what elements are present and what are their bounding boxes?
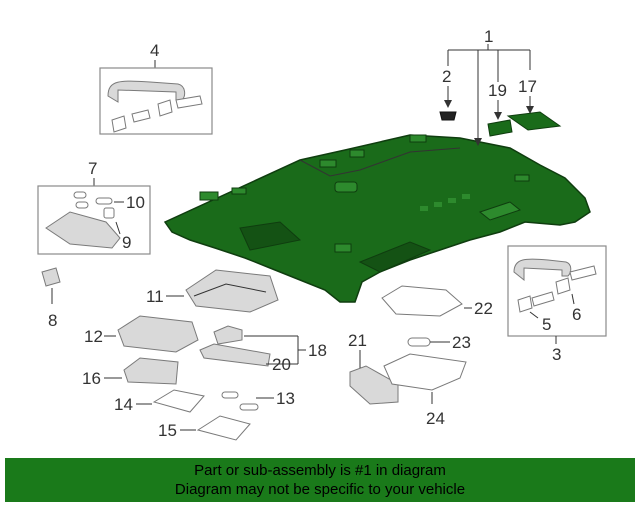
part-14[interactable]: 14 (114, 389, 205, 414)
callout-20: 20 (272, 355, 291, 374)
callout-13: 13 (276, 389, 295, 408)
parts-diagram: 1 2 19 17 4 7 (37, 27, 607, 441)
callout-3: 3 (552, 345, 561, 364)
part-7-sun-visor-kit[interactable]: 7 10 9 (37, 159, 151, 255)
part-15[interactable]: 15 (158, 415, 251, 441)
callout-5: 5 (542, 315, 551, 334)
footer-line-2: Diagram may not be specific to your vehi… (174, 481, 466, 498)
footer-banner: Part or sub-assembly is #1 in diagram Di… (5, 458, 635, 502)
callout-15: 15 (158, 421, 177, 440)
callout-8: 8 (48, 311, 57, 330)
callout-1-leader (447, 44, 531, 146)
part-24-dome-lamp[interactable]: 24 (383, 353, 467, 428)
callout-24: 24 (426, 409, 445, 428)
callout-7: 7 (88, 159, 97, 178)
part-21[interactable]: 21 (348, 331, 399, 405)
callout-11: 11 (146, 287, 164, 306)
part-2-clip[interactable]: 2 (439, 67, 457, 121)
callout-12: 12 (84, 327, 103, 346)
part-13-bulbs[interactable]: 13 (221, 389, 295, 411)
callout-19: 19 (488, 81, 507, 100)
callout-9: 9 (122, 233, 131, 252)
callout-16: 16 (82, 369, 101, 388)
part-17[interactable]: 17 (506, 77, 562, 131)
callout-17: 17 (518, 77, 537, 96)
part-22-lamp-lens[interactable]: 22 (381, 285, 493, 318)
headliner-part[interactable] (163, 134, 591, 303)
headliner-shape (163, 134, 591, 303)
callout-4: 4 (150, 41, 159, 60)
callout-10: 10 (126, 193, 145, 212)
part-3-grab-handle-kit[interactable]: 5 6 3 (507, 245, 607, 364)
callout-23: 23 (452, 333, 471, 352)
part-8[interactable]: 8 (41, 267, 61, 330)
footer-line-1: Part or sub-assembly is #1 in diagram (194, 462, 446, 479)
part-4-grab-handle-kit[interactable]: 4 (99, 41, 213, 135)
part-16[interactable]: 16 (82, 357, 179, 388)
callout-1: 1 (484, 27, 493, 46)
callout-21: 21 (348, 331, 367, 350)
part-23-bulb[interactable]: 23 (407, 333, 471, 352)
callout-18: 18 (308, 341, 327, 360)
part-11-console[interactable]: 11 (146, 269, 279, 313)
callout-6: 6 (572, 305, 581, 324)
callout-22: 22 (474, 299, 493, 318)
part-18-20-switches[interactable]: 18 20 (199, 325, 327, 374)
callout-2: 2 (442, 67, 451, 86)
part-19[interactable]: 19 (487, 81, 513, 137)
callout-14: 14 (114, 395, 133, 414)
part-12-console[interactable]: 12 (84, 315, 199, 353)
